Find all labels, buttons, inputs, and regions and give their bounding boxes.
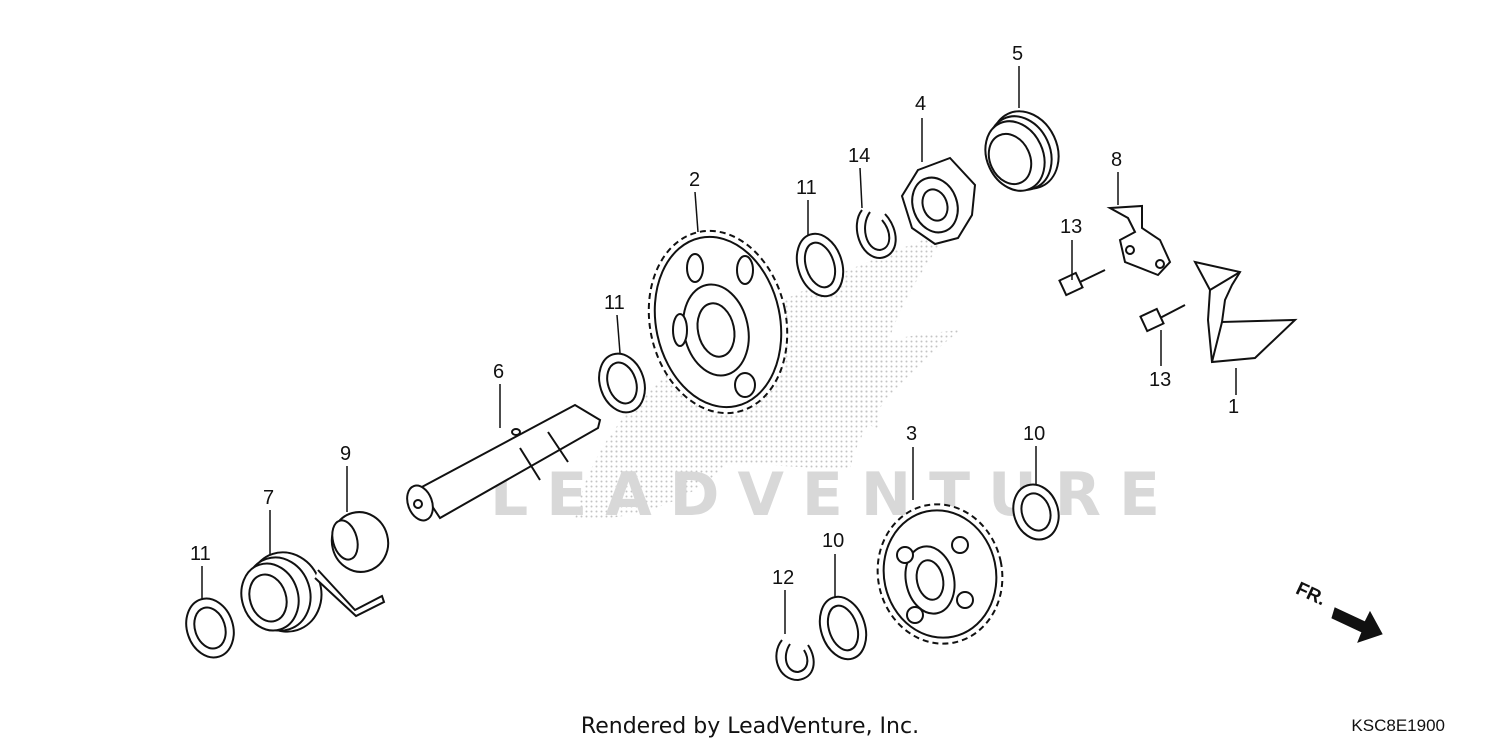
callout-13-lower: 13 (1149, 369, 1171, 391)
part-1-plate[interactable] (1193, 260, 1298, 364)
part-11-washer-middle[interactable] (592, 348, 652, 419)
callout-13-upper: 13 (1060, 216, 1082, 238)
callout-9: 9 (340, 443, 351, 465)
callout-14: 14 (848, 145, 870, 167)
callout-11-middle: 11 (604, 292, 625, 314)
callout-8: 8 (1111, 149, 1122, 171)
callout-10-upper: 10 (1023, 423, 1045, 445)
part-4-ratchet[interactable] (900, 156, 977, 246)
leader-lines (201, 66, 1237, 634)
watermark-text: LEADVENTURE (490, 460, 1178, 530)
callout-7: 7 (263, 487, 274, 509)
credit-text: Rendered by LeadVenture, Inc. (580, 714, 920, 739)
part-8-bracket[interactable] (1106, 204, 1172, 277)
part-11-washer-upper[interactable] (789, 228, 851, 302)
direction-label: FR. (1292, 578, 1329, 610)
callout-5: 5 (1012, 43, 1023, 65)
part-2-gear-large[interactable] (632, 218, 803, 426)
part-14-circlip[interactable] (855, 209, 897, 260)
part-6-shaft[interactable] (403, 403, 602, 524)
part-10-washer-lower[interactable] (812, 591, 874, 665)
callout-10-lower: 10 (822, 530, 844, 552)
diagram-code: KSC8E1900 (1351, 716, 1445, 735)
front-direction-indicator: FR. (1292, 578, 1383, 643)
part-5-spring[interactable] (974, 100, 1070, 200)
part-7-torsion-spring[interactable] (233, 543, 386, 641)
callout-11-upper: 11 (796, 177, 817, 199)
part-3-gear[interactable] (865, 493, 1015, 656)
arrow-right-icon (1331, 607, 1383, 643)
part-13-bolt-upper[interactable] (1058, 269, 1106, 297)
callout-3: 3 (906, 423, 917, 445)
callout-11-lower: 11 (190, 543, 211, 565)
callout-1: 1 (1228, 396, 1239, 418)
callout-4: 4 (915, 93, 926, 115)
part-13-bolt-lower[interactable] (1139, 304, 1186, 333)
callout-12: 12 (772, 567, 794, 589)
callout-6: 6 (493, 361, 504, 383)
part-9-collar[interactable] (325, 506, 395, 578)
part-11-washer-lower[interactable] (179, 592, 241, 663)
part-10-washer-upper[interactable] (1006, 479, 1065, 546)
part-12-circlip[interactable] (775, 639, 815, 682)
callout-labels: 1 2 3 4 5 6 7 8 9 10 10 11 11 11 12 13 1… (190, 43, 1239, 589)
callout-2: 2 (689, 169, 700, 191)
